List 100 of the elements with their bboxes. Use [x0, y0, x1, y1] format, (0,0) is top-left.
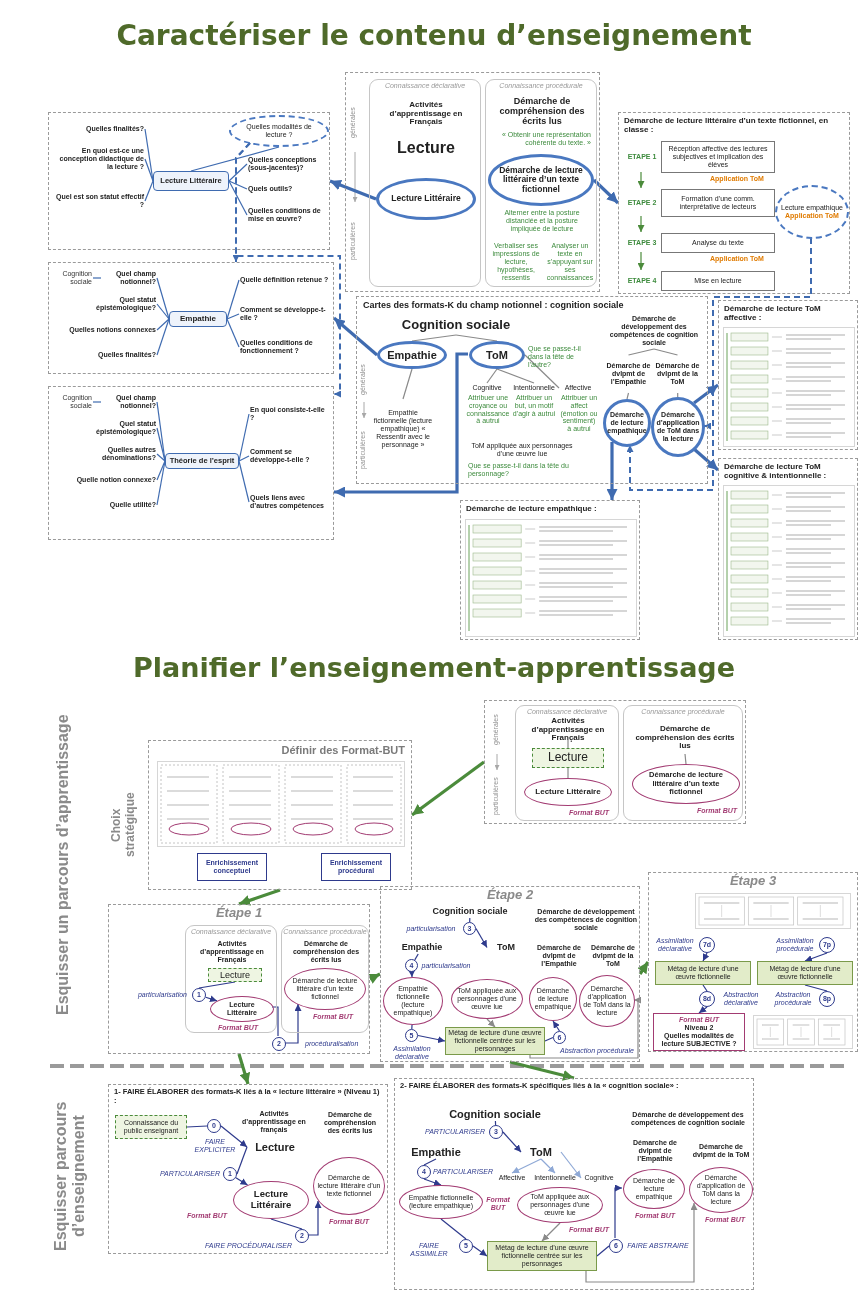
- panel-frame: [460, 500, 640, 640]
- arrow: [540, 1158, 556, 1174]
- connector-line: [486, 368, 498, 384]
- arrow: [585, 1202, 698, 1283]
- arrow: [367, 972, 381, 984]
- arrow: [205, 995, 218, 1003]
- arrow: [235, 142, 341, 398]
- arrow: [423, 1178, 442, 1186]
- connector-line: [455, 334, 498, 342]
- concept-text: Activités d’apprentissage en Français: [522, 720, 614, 740]
- connector-line: [271, 1006, 279, 1037]
- concept-text: Démarche de compréhension des écrits lus: [632, 722, 738, 754]
- panel-frame: [356, 296, 708, 484]
- panel-title: Démarche de lecture ToM affective :: [724, 304, 822, 323]
- panel-title: Démarche de lecture ToM cognitive & intentionnelle :: [724, 462, 828, 481]
- concept-ellipse: Lecture Littéraire: [376, 178, 476, 220]
- section-heading: Planifier l’enseignement-apprentissage: [132, 650, 736, 685]
- concept-box: Lecture: [208, 968, 262, 982]
- connector-line: [226, 313, 240, 320]
- connector-line: [411, 334, 457, 342]
- connector-line: [627, 348, 655, 356]
- connector-line: [544, 1036, 554, 1042]
- annotation-text: Choix stratégique: [110, 791, 138, 860]
- arrow: [235, 1177, 249, 1186]
- arrow: [334, 352, 468, 498]
- arrow: [332, 316, 379, 357]
- side-label: Esquisser parcours d’enseignement: [52, 1100, 89, 1253]
- panel-frame: [148, 740, 412, 890]
- arrow: [606, 442, 618, 500]
- connector-line: [469, 917, 471, 923]
- concept-text: Empathie: [405, 1145, 467, 1159]
- arrow: [329, 179, 377, 201]
- connector-line: [156, 303, 170, 320]
- panel-frame: [618, 112, 850, 294]
- stage-title: Étape 2: [485, 888, 535, 903]
- connector-line: [238, 413, 250, 462]
- connector-line: [226, 279, 240, 320]
- page-title: Caractériser le contenu d’enseignement: [115, 18, 753, 55]
- connector-line: [228, 163, 248, 182]
- arrow: [560, 1151, 582, 1179]
- connector-line: [494, 1120, 497, 1126]
- connector-line: [238, 460, 250, 503]
- connector-line: [677, 392, 679, 398]
- connector-line: [596, 1245, 610, 1257]
- connector-line: [156, 460, 166, 481]
- concept-text: Cognition sociale: [445, 1107, 545, 1121]
- arrow: [502, 1131, 522, 1153]
- arrow: [220, 1125, 248, 1148]
- arrow: [529, 996, 641, 1059]
- arrow: [237, 1053, 251, 1085]
- panel-title: Définir des Format-BUT: [280, 744, 405, 757]
- connector-line: [144, 158, 154, 182]
- connector-line: [198, 981, 236, 989]
- arrow: [637, 171, 645, 189]
- concept-text: Cognition sociale: [425, 905, 515, 918]
- panel-frame: [345, 72, 600, 292]
- arrow: [472, 1245, 488, 1257]
- concept-text: ToM: [487, 941, 525, 954]
- connector-line: [653, 348, 679, 356]
- panel-title: Démarche de lecture littéraire d’un texte fictionnel, en classe :: [624, 116, 830, 135]
- arrow: [703, 237, 812, 430]
- panel-frame: [718, 458, 858, 640]
- column-frame: [515, 705, 619, 821]
- connector-line: [228, 180, 248, 216]
- stage-title: Étape 3: [728, 874, 778, 889]
- connector-line: [402, 368, 413, 400]
- panel-frame: [48, 386, 334, 540]
- connector-line: [411, 1024, 413, 1030]
- arrow: [804, 952, 828, 962]
- concept-text: Cognition sociale: [391, 315, 521, 335]
- arrow: [541, 1222, 561, 1242]
- connector-line: [524, 354, 560, 389]
- column-frame: [623, 705, 743, 821]
- panel-frame: [380, 886, 640, 1062]
- panel-frame: [48, 262, 334, 374]
- connector-line: [496, 368, 535, 384]
- connector-line: [156, 427, 166, 462]
- concept-ellipse: Démarche de lecture littéraire d’un texte fictionnel: [488, 154, 594, 206]
- panel-frame: [718, 300, 858, 450]
- panel-title: Démarche de lecture empathique :: [466, 504, 598, 514]
- topic-box: Empathie: [169, 311, 227, 327]
- connector-line: [684, 753, 687, 765]
- concept-ellipse: ToM: [469, 341, 525, 369]
- panel-frame: [48, 112, 330, 250]
- side-label: Esquisser un parcours d’apprentissage: [54, 713, 72, 1018]
- arrow: [693, 383, 719, 405]
- arrow: [475, 927, 488, 949]
- arrow: [637, 961, 650, 975]
- arrow: [408, 969, 416, 978]
- connector-line: [440, 1218, 467, 1240]
- concept-text: Démarche de compréhension des écrits lus: [492, 94, 592, 128]
- arrow: [552, 1020, 561, 1032]
- arrow: [692, 447, 720, 472]
- concept-text: ToM: [521, 1145, 561, 1159]
- panel-title: Cartes des formats-K du champ notionnel : cognition sociale: [363, 300, 625, 311]
- panel-frame: [484, 700, 746, 824]
- concept-text: Lecture: [247, 1139, 303, 1155]
- connector-line: [156, 318, 170, 356]
- connector-line: [156, 277, 170, 320]
- arrow: [592, 178, 620, 205]
